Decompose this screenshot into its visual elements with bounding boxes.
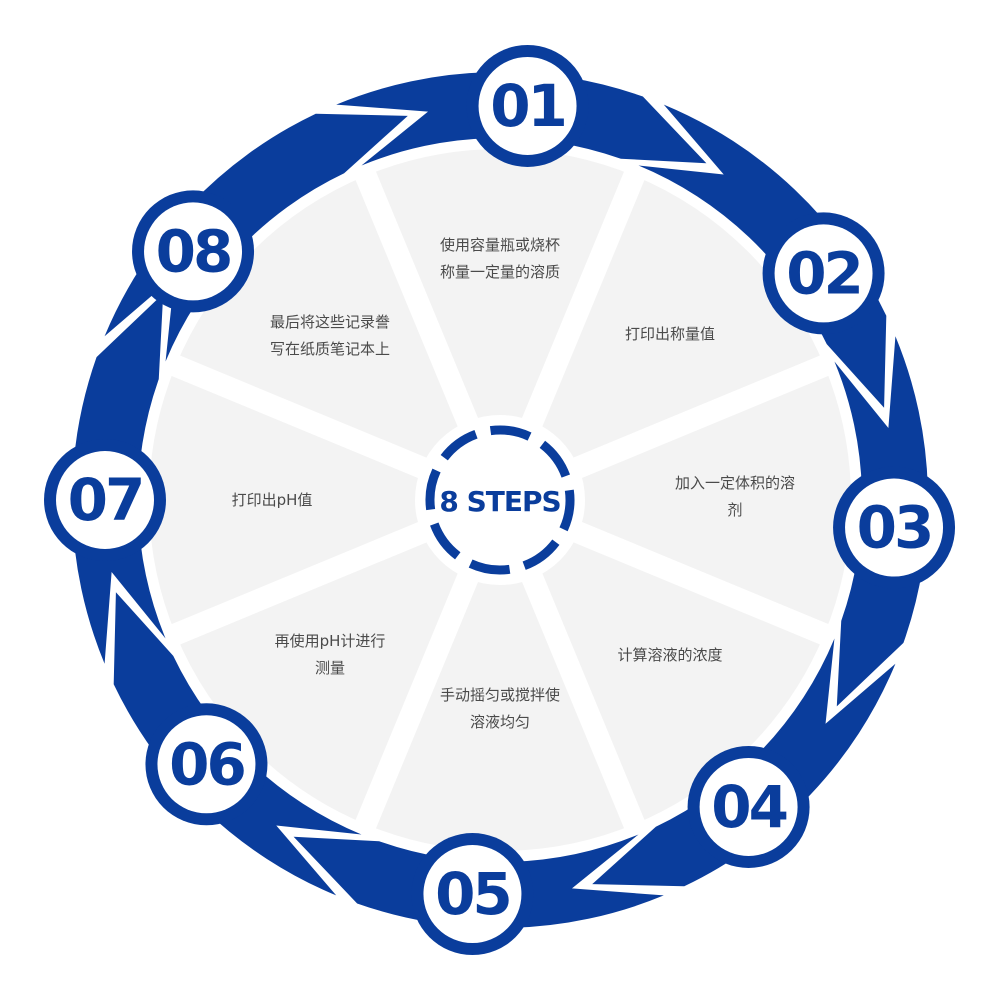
step-badge-01: 01 — [466, 44, 589, 167]
step-text-03: 加入一定体积的溶剂 — [674, 474, 795, 519]
step-badge-08: 08 — [132, 190, 255, 313]
arrow-segment-04 — [592, 638, 896, 887]
step-text-08: 最后将这些记录誊写在纸质笔记本上 — [269, 313, 390, 358]
step-badge-04: 04 — [687, 745, 810, 868]
badge-inner-circle — [144, 202, 243, 301]
center-hub: 8 STEPS — [415, 415, 585, 585]
step-number: 06 — [169, 730, 244, 798]
center-circle-inner — [438, 438, 562, 562]
badge-inner-circle — [423, 845, 522, 944]
step-badge-07: 07 — [44, 439, 166, 561]
badge-inner-circle — [845, 478, 944, 577]
badge-inner-circle — [699, 757, 798, 856]
step-text-06: 再使用pH计进行测量 — [274, 632, 386, 677]
step-number: 08 — [156, 217, 231, 285]
step-text-07: 打印出pH值 — [231, 490, 313, 509]
step-text-01: 使用容量瓶或烧杯称量一定量的溶质 — [439, 236, 560, 281]
step-number: 03 — [857, 494, 932, 562]
badge-inner-circle — [157, 715, 256, 814]
step-badge-02: 02 — [762, 212, 885, 335]
step-number: 04 — [711, 773, 786, 841]
step-number: 05 — [435, 860, 510, 928]
center-ring — [425, 425, 575, 575]
step-text-05: 手动摇匀或搅拌使溶液均匀 — [439, 686, 560, 731]
step-text-04: 计算溶液的浓度 — [617, 645, 723, 664]
step-badge-03: 03 — [833, 466, 956, 589]
step-number: 07 — [68, 466, 143, 534]
step-badge-06: 06 — [145, 703, 268, 826]
badge-inner-circle — [478, 56, 577, 155]
segment-panel-02 — [479, 151, 849, 521]
arrow-segment-06 — [113, 592, 362, 896]
step-number: 02 — [786, 239, 861, 307]
step-badge-05: 05 — [411, 833, 534, 956]
badge-inner-circle — [774, 224, 873, 323]
step-number: 01 — [490, 72, 565, 140]
step-badges: 01 02 03 04 05 06 07 08 — [44, 44, 956, 956]
badge-inner-circle — [56, 451, 154, 549]
center-label: 8 STEPS — [439, 485, 560, 518]
step-text-02: 打印出称量值 — [624, 324, 715, 343]
